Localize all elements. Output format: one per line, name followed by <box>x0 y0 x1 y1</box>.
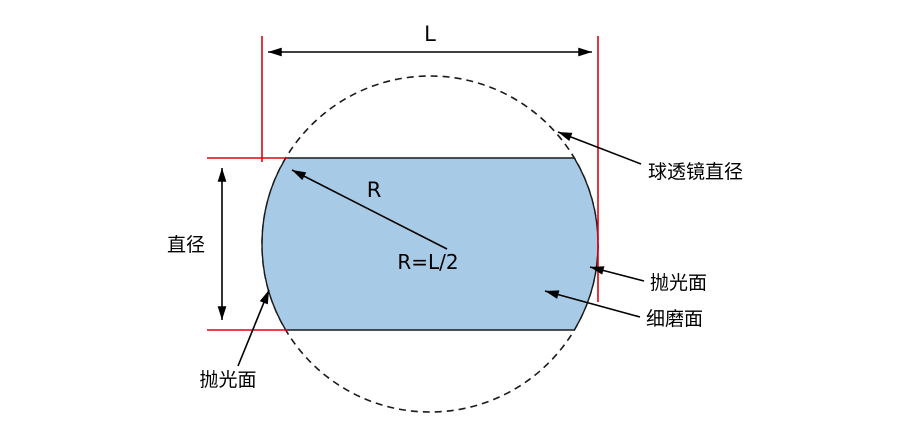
fine-ground-surface-label: 细磨面 <box>646 308 703 330</box>
ball-lens-diameter-leader <box>557 131 642 165</box>
polished-surface-bottom-label: 抛光面 <box>199 369 256 391</box>
fine-ground-surface-leader <box>544 290 641 318</box>
length-label: L <box>424 22 436 46</box>
polished-surface-right-leader <box>589 266 645 282</box>
diameter-label: 直径 <box>167 234 205 256</box>
polished-surface-bottom-leader <box>237 289 270 367</box>
radius-arrow <box>291 169 448 250</box>
ball-lens-diameter-label: 球透镜直径 <box>648 161 743 183</box>
lens-body <box>261 157 599 331</box>
radius-formula-label: R=L/2 <box>397 250 458 274</box>
polished-surface-right-label: 抛光面 <box>650 272 707 294</box>
radius-label: R <box>367 178 382 202</box>
